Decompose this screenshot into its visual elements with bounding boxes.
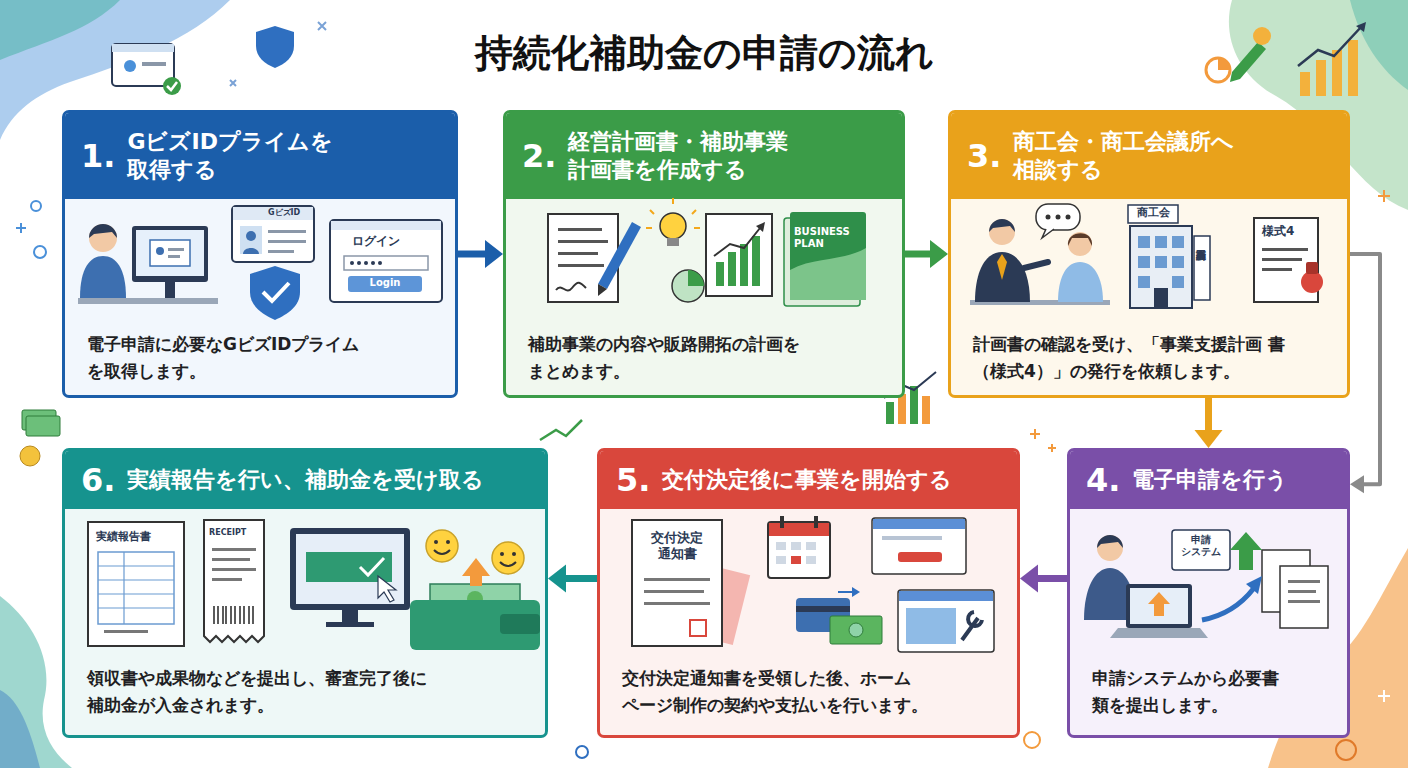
step-header: 5. 交付決定後に事業を開始する	[600, 451, 1017, 509]
step-number: 5.	[616, 461, 650, 499]
step-description: 領収書や成果物などを提出し、審査完了後に 補助金が入金されます。	[87, 665, 517, 719]
step-box: 3. 商工会・商工会議所へ 相談する計画書の確認を受け、「事業支援計画 書（様式4…	[948, 110, 1350, 398]
illustration-label: RECEIPT	[209, 528, 246, 538]
illustration-label: 交付決定 通知書	[636, 530, 718, 561]
arrow-line	[905, 251, 934, 258]
illustration-label: GビズID	[268, 208, 300, 218]
step-box: 2. 経営計画書・補助事業 計画書を作成する補助事業の内容や販路開拓の計画を まと…	[503, 110, 905, 398]
diagram-title: 持続化補助金の申請の流れ	[0, 28, 1408, 79]
step-box: 1. GビズIDプライムを 取得する電子申請に必要なGビズIDプライム を取得しま…	[62, 110, 458, 398]
step-box: 5. 交付決定後に事業を開始する交付決定通知書を受領した後、ホーム ページ制作の契…	[597, 448, 1020, 738]
arrow-head	[485, 240, 503, 268]
arrow-line	[1205, 398, 1212, 434]
step-number: 1.	[81, 137, 115, 175]
flow-arrow	[1020, 565, 1067, 593]
flow-arrow	[458, 240, 503, 268]
arrow-head	[1020, 565, 1038, 593]
step-header: 4. 電子申請を行う	[1070, 451, 1347, 509]
step-description: 交付決定通知書を受領した後、ホーム ページ制作の契約や支払いを行います。	[622, 665, 992, 719]
step-description: 計画書の確認を受け、「事業支援計画 書（様式4）」の発行を依頼します。	[973, 331, 1313, 385]
flow-arrow	[548, 565, 597, 593]
step-title: 実績報告を行い、補助金を受け取る	[127, 466, 545, 494]
arrow-line	[1034, 575, 1067, 582]
step-title: 交付決定後に事業を開始する	[662, 466, 992, 494]
step-header: 1. GビズIDプライムを 取得する	[65, 113, 455, 199]
step-number: 2.	[522, 137, 556, 175]
step-box: 6. 実績報告を行い、補助金を受け取る領収書や成果物などを提出し、審査完了後に 補…	[62, 448, 548, 738]
illustration-label: 実績報告書	[96, 530, 151, 543]
illustration-label: 様式4	[1262, 224, 1294, 238]
arrow-head	[1350, 475, 1364, 493]
arrow-head	[930, 240, 948, 268]
arrow-line	[458, 251, 489, 258]
arrow-head	[1195, 430, 1223, 448]
step-header: 3. 商工会・商工会議所へ 相談する	[951, 113, 1347, 199]
step-header: 6. 実績報告を行い、補助金を受け取る	[65, 451, 545, 509]
step-header: 2. 経営計画書・補助事業 計画書を作成する	[506, 113, 902, 199]
illustration-label: BUSINESS PLAN	[794, 226, 862, 250]
step-number: 6.	[81, 461, 115, 499]
arrow-head	[548, 565, 566, 593]
flow-arrow	[905, 240, 948, 268]
step-number: 3.	[967, 137, 1001, 175]
step-box: 4. 電子申請を行う申請システムから必要書 類を提出します。	[1067, 448, 1350, 738]
step-title: 商工会・商工会議所へ 相談する	[1013, 128, 1273, 184]
flow-arrow	[1350, 254, 1380, 493]
step-description: 申請システムから必要書 類を提出します。	[1092, 665, 1332, 719]
step-description: 補助事業の内容や販路開拓の計画を まとめます。	[528, 331, 868, 385]
step-title: GビズIDプライムを 取得する	[127, 128, 377, 184]
step-title: 電子申請を行う	[1132, 466, 1332, 494]
flow-arrow	[1195, 398, 1223, 448]
illustration-label: 商工会	[1128, 206, 1178, 219]
illustration-label: 申請 システム	[1174, 534, 1228, 558]
arrow-line	[562, 575, 597, 582]
step-title: 経営計画書・補助事業 計画書を作成する	[568, 128, 838, 184]
step-number: 4.	[1086, 461, 1120, 499]
illustration-label: Login	[348, 277, 422, 289]
arrow-line	[1350, 254, 1380, 484]
step-description: 電子申請に必要なGビズIDプライム を取得します。	[87, 331, 427, 385]
illustration-label: ログイン	[352, 234, 400, 248]
